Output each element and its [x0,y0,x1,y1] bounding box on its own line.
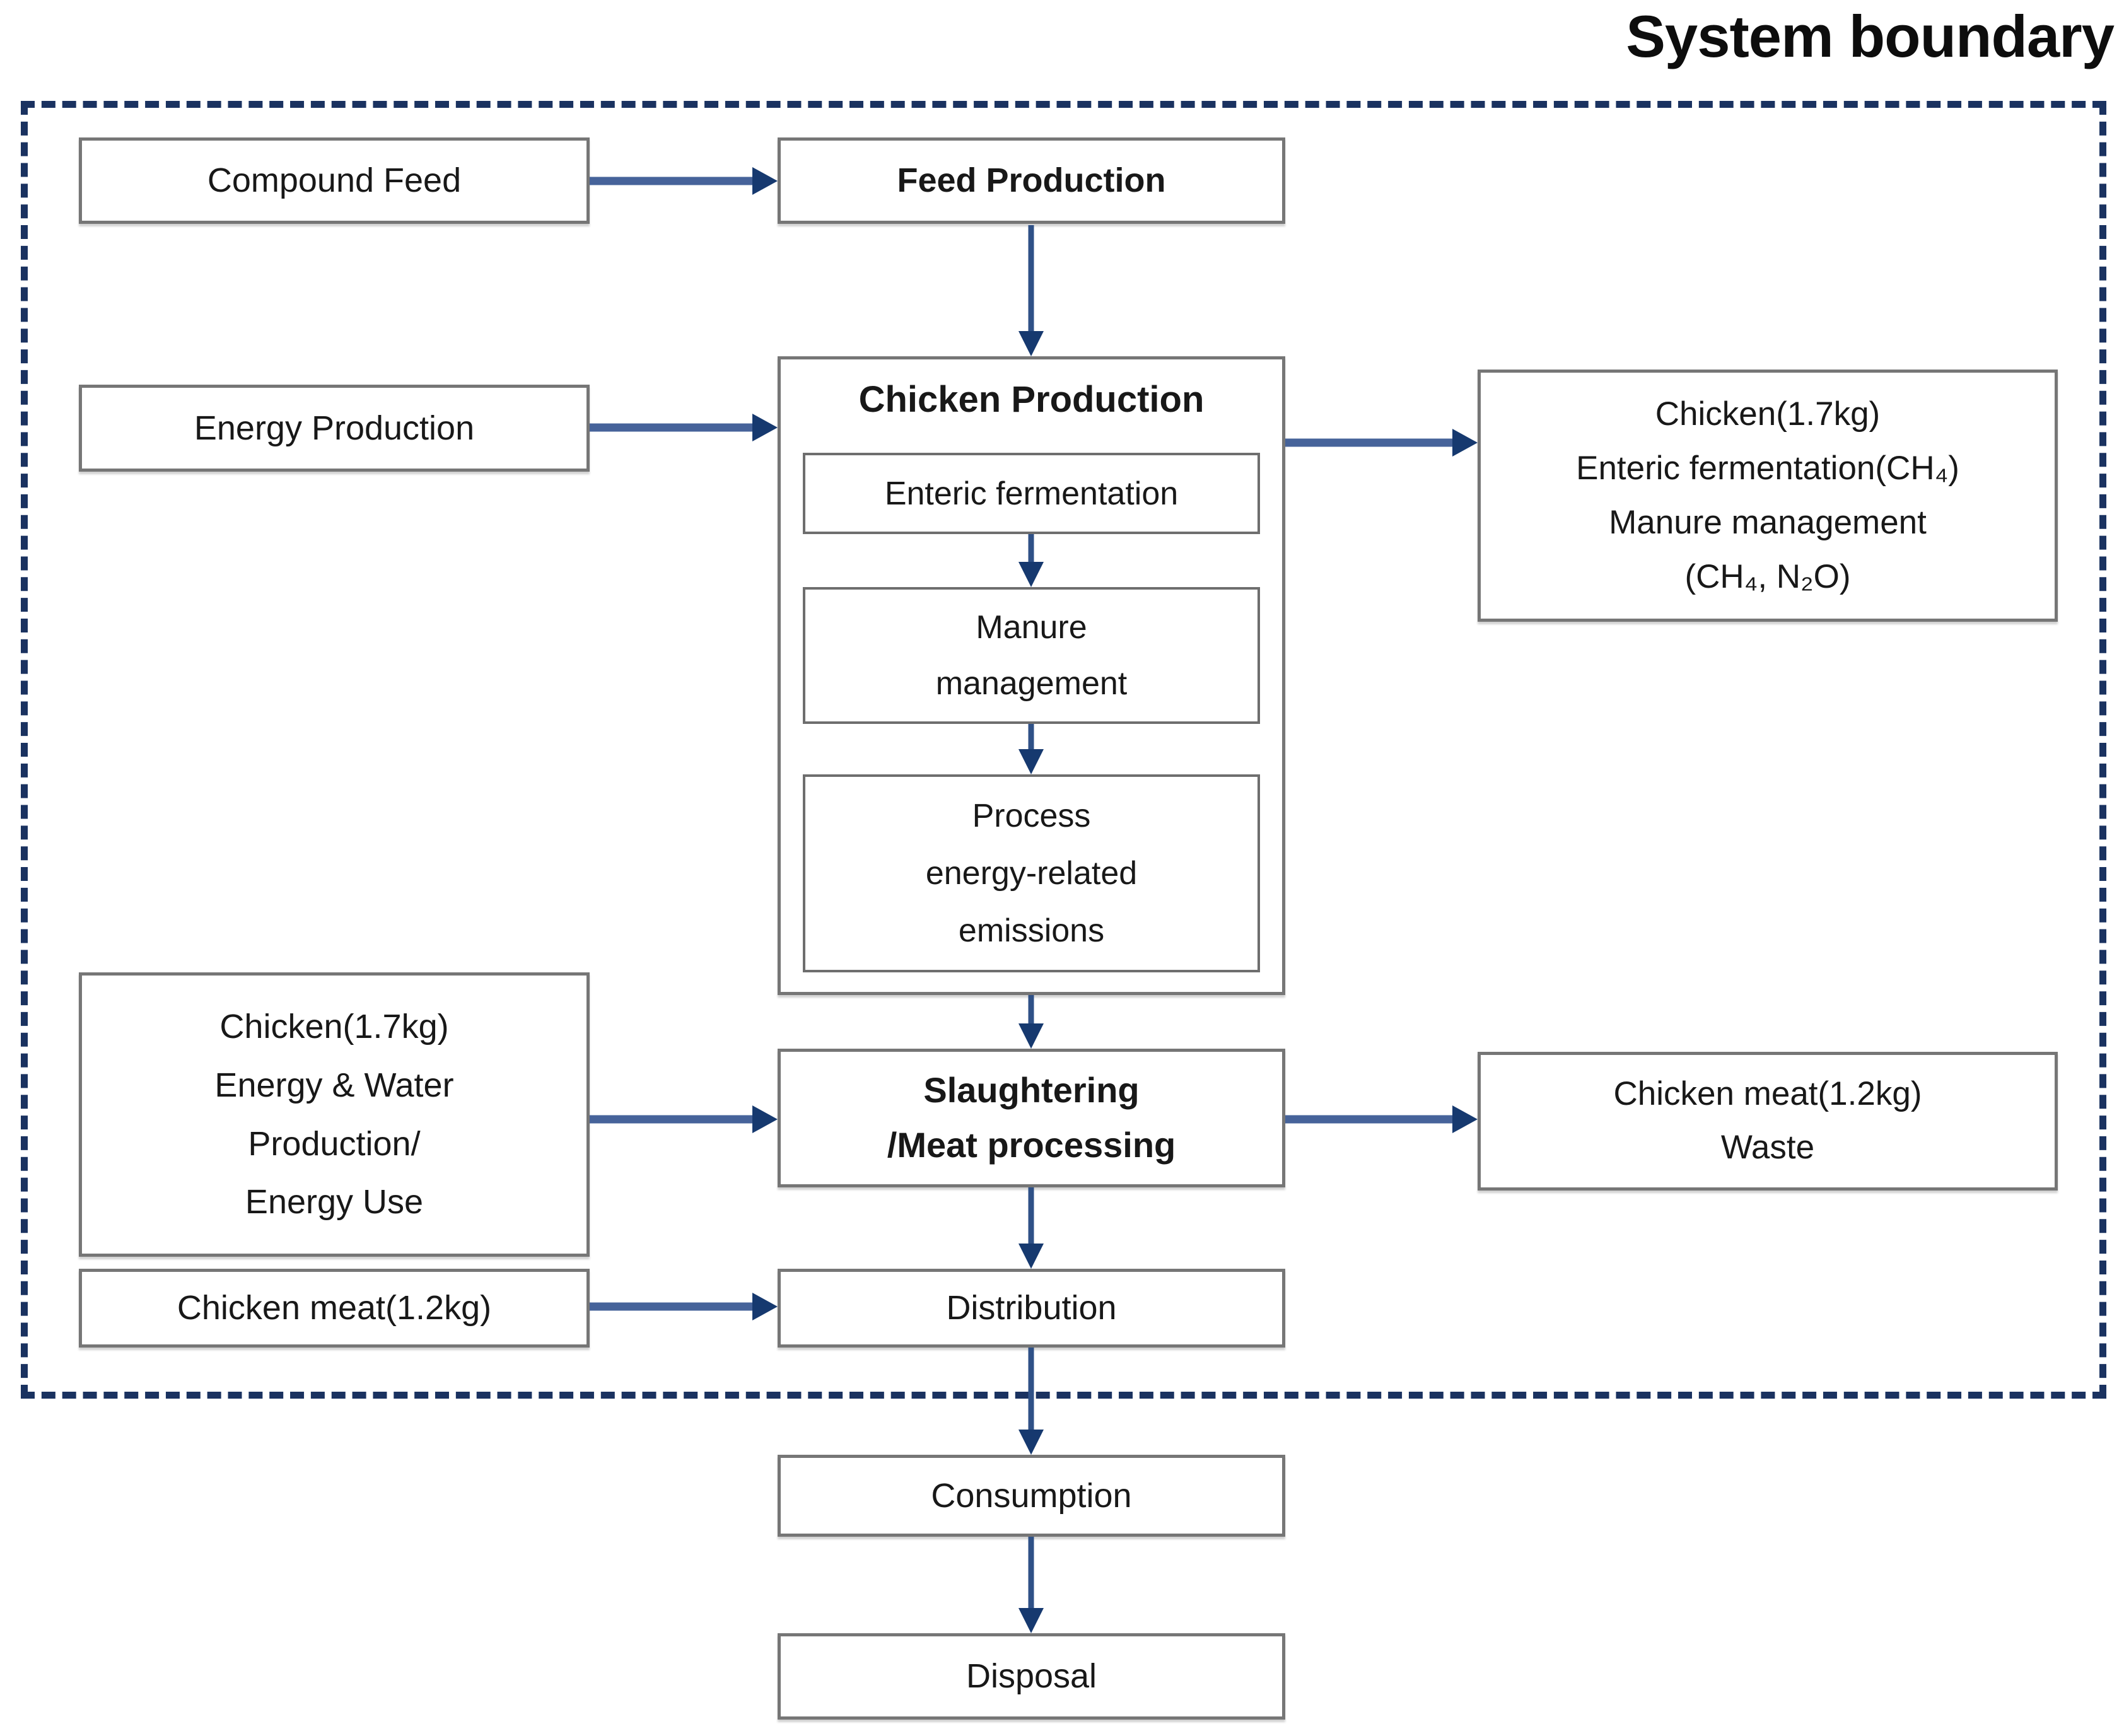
arrow-chickenproduction-to-output [1285,429,1478,457]
slaughtering-line-1: Slaughtering [923,1070,1140,1110]
chicken-output-line-3: Manure management [1609,504,1927,541]
slaughter-output-line-1: Chicken meat(1.2kg) [1613,1075,1922,1113]
process-line-1: Process [972,797,1091,834]
chicken-output-line-4: (CH₄, N₂O) [1684,557,1851,595]
arrow-compoundfeed-to-feedproduction [590,167,778,195]
energy-production-box: Energy Production [79,385,590,472]
enteric-fermentation-box: Enteric fermentation [803,453,1260,534]
disposal-label: Disposal [966,1657,1097,1695]
arrow-head [1018,331,1044,356]
arrow-head [1018,749,1044,774]
chicken-output-line-2: Enteric fermentation(CH₄) [1576,450,1959,487]
arrow-head [752,414,778,441]
chicken-meat-input-box: Chicken meat(1.2kg) [79,1269,590,1348]
arrow-inputs-to-slaughtering [590,1105,778,1133]
compound-feed-box: Compound Feed [79,137,590,224]
arrow-head [1452,1105,1478,1133]
arrow-energy-to-chickenproduction [590,414,778,441]
arrow-chickenproduction-to-slaughtering [1017,995,1045,1049]
feed-production-label: Feed Production [897,161,1166,199]
arrow-shaft [1028,534,1034,566]
arrow-manure-to-process [1017,724,1045,774]
arrow-consumption-to-disposal [1017,1537,1045,1633]
manure-management-box: Manure management [803,587,1260,724]
arrow-feedproduction-to-chickenproduction [1017,225,1045,356]
process-line-3: emissions [958,912,1105,949]
slaughter-input-line-3: Production/ [248,1124,421,1163]
chicken-production-title: Chicken Production [858,379,1205,420]
consumption-box: Consumption [778,1455,1285,1537]
chicken-meat-input-label: Chicken meat(1.2kg) [177,1289,492,1327]
disposal-box: Disposal [778,1633,1285,1720]
process-emissions-box: Process energy-related emissions [803,774,1260,972]
slaughter-input-line-4: Energy Use [245,1183,424,1221]
slaughter-output-line-2: Waste [1720,1129,1815,1166]
system-boundary-title: System boundary [1626,3,2115,69]
arrow-head [752,1105,778,1133]
feed-production-box: Feed Production [778,137,1285,224]
arrow-enteric-to-manure [1017,534,1045,587]
chicken-output-line-1: Chicken(1.7kg) [1655,395,1881,433]
arrow-shaft [1028,1187,1034,1247]
arrow-shaft [1028,225,1034,335]
slaughtering-line-2: /Meat processing [887,1125,1176,1165]
arrow-head [1018,1430,1044,1455]
arrow-shaft [1285,438,1456,447]
manure-line-1: Manure [976,609,1087,646]
compound-feed-label: Compound Feed [207,161,462,199]
manure-line-2: management [935,665,1128,702]
energy-production-label: Energy Production [194,409,475,447]
arrow-head [1018,1023,1044,1049]
arrow-slaughtering-to-distribution [1017,1187,1045,1269]
distribution-label: Distribution [946,1289,1117,1327]
arrow-distribution-to-consumption [1017,1348,1045,1455]
arrow-shaft [590,1302,756,1311]
slaughtering-box: Slaughtering /Meat processing [778,1049,1285,1187]
arrow-shaft [1285,1115,1456,1124]
arrow-shaft [1028,1537,1034,1612]
arrow-slaughtering-to-outputs [1285,1105,1478,1133]
slaughter-input-line-2: Energy & Water [214,1066,454,1104]
arrow-shaft [590,423,756,432]
arrow-shaft [1028,724,1034,753]
arrow-shaft [1028,1348,1034,1433]
slaughter-outputs-box: Chicken meat(1.2kg) Waste [1478,1052,2058,1191]
consumption-label: Consumption [931,1476,1132,1515]
arrow-head [1452,429,1478,457]
arrow-head [752,167,778,195]
arrow-head [1018,1608,1044,1633]
arrow-shaft [590,177,756,185]
chicken-production-output-box: Chicken(1.7kg) Enteric fermentation(CH₄)… [1478,370,2058,622]
process-line-2: energy-related [925,854,1138,892]
arrow-head [1018,1244,1044,1269]
arrow-shaft [1028,995,1034,1027]
system-boundary-dashed-border [21,101,2106,1399]
arrow-head [752,1293,778,1320]
arrow-head [1018,562,1044,587]
enteric-fermentation-label: Enteric fermentation [884,475,1179,512]
arrow-shaft [590,1115,756,1124]
slaughter-inputs-box: Chicken(1.7kg) Energy & Water Production… [79,972,590,1257]
arrow-chickenmeat-to-distribution [590,1293,778,1320]
distribution-box: Distribution [778,1269,1285,1348]
slaughter-input-line-1: Chicken(1.7kg) [219,1007,449,1046]
